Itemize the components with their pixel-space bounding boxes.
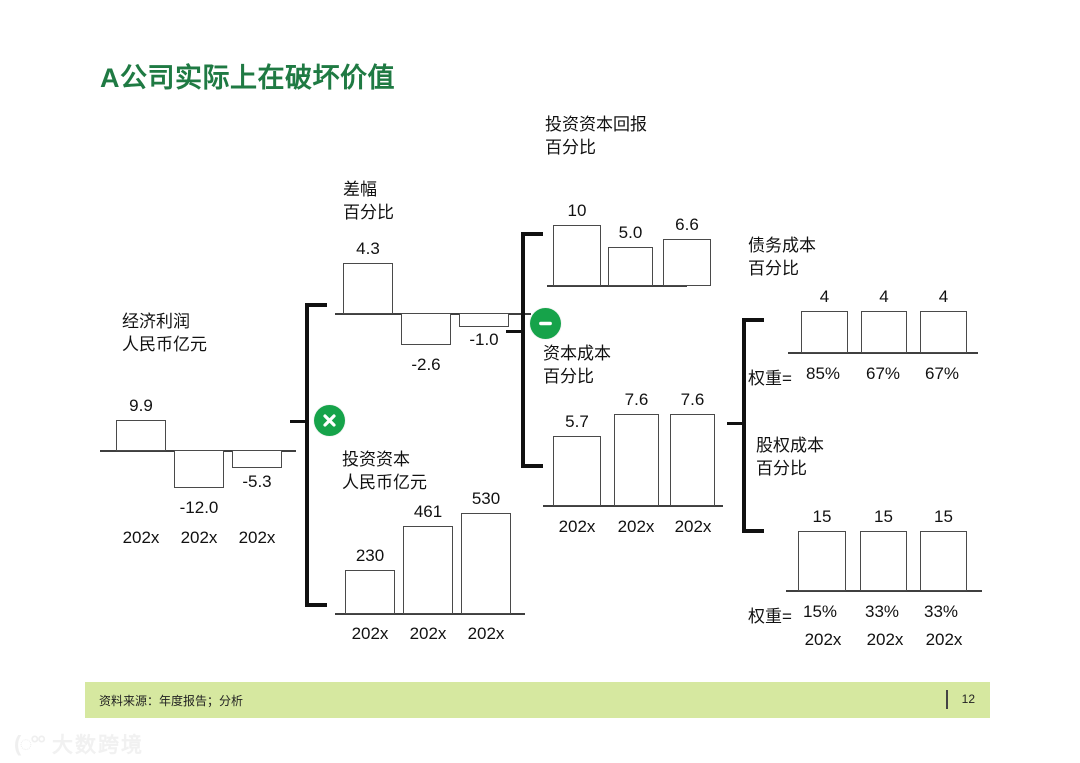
value-label-cost-of-equity-1: 15 [874,507,893,526]
page-title: A公司实际上在破坏价值 [100,63,395,93]
footer-source-text: 资料来源：年度报告；分析 [99,694,244,708]
value-label-cost-of-equity-2: 15 [934,507,953,526]
chart-title-cost-of-debt: 债务成本 百分比 [748,236,816,278]
year-label-economic-profit-1: 202x [180,528,218,547]
weight-label-cost-of-debt-1: 67% [866,364,901,383]
bar-cost-of-equity-0 [798,531,846,591]
bracket-multiply [305,303,331,607]
value-label-roic-2: 6.6 [675,215,699,234]
value-label-spread-1: -2.6 [411,355,441,374]
value-label-economic-profit-0: 9.9 [129,396,153,415]
weight-label-cost-of-debt-0: 85% [806,364,841,383]
value-label-roic-1: 5.0 [618,223,643,242]
watermark-text: 大数跨境 [52,734,144,757]
footer-divider [946,690,948,709]
year-label-invested-capital-1: 202x [409,624,447,643]
bar-roic-0 [553,225,601,286]
year-label-cost-of-capital-1: 202x [617,517,655,536]
bar-roic-2 [663,239,711,286]
weight-label-cost-of-equity-1: 33% [865,602,900,621]
value-label-economic-profit-1: -12.0 [179,498,219,517]
chart-cost-of-equity: 股权成本 百分比 15 15 15 权重= 15% 33% 33% 202x 2… [748,434,993,664]
value-label-cost-of-debt-0: 4 [819,287,830,306]
year-label-cost-of-equity-2: 202x [925,630,963,649]
value-label-cost-of-capital-0: 5.7 [565,412,589,431]
chart-invested-capital: 投资资本 人民币亿元 230 461 530 202x 202x 202x [335,448,545,648]
year-label-economic-profit-0: 202x [122,528,160,547]
multiply-operator-icon [314,405,345,436]
bar-invested-capital-1 [403,526,453,614]
bracket-minus [521,232,547,468]
chart-title-invested-capital: 投资资本 人民币亿元 [342,450,427,492]
connector-tick-right [727,422,745,425]
bar-spread-0 [343,263,393,314]
chart-title-cost-of-capital: 资本成本 百分比 [543,344,611,386]
weight-prefix-cost-of-debt: 权重= [748,369,792,388]
bar-roic-1 [608,247,653,286]
chart-cost-of-debt: 债务成本 百分比 4 4 4 权重= 85% 67% 67% [748,234,988,404]
bar-cost-of-capital-2 [670,414,715,506]
year-label-cost-of-equity-0: 202x [804,630,842,649]
bar-cost-of-debt-2 [920,311,967,353]
connector-tick-left [290,420,308,423]
bar-cost-of-equity-1 [860,531,907,591]
baseline-axis [543,505,723,507]
baseline-axis [335,613,525,615]
year-label-cost-of-capital-2: 202x [674,517,712,536]
bar-spread-2 [459,313,509,327]
bracket-wacc [742,318,768,533]
year-label-economic-profit-2: 202x [238,528,276,547]
weight-label-cost-of-equity-2: 33% [924,602,959,621]
chart-title-roic: 投资资本回报 百分比 [545,115,647,157]
page-number: 12 [961,692,975,706]
bar-economic-profit-0 [116,420,166,451]
year-label-invested-capital-0: 202x [351,624,389,643]
chart-title-economic-profit: 经济利润 人民币亿元 [122,312,207,354]
bar-economic-profit-1 [174,450,224,488]
minus-operator-icon [530,308,561,339]
bar-economic-profit-2 [232,450,282,468]
baseline-axis [788,352,978,354]
weight-label-cost-of-equity-0: 15% [803,602,838,621]
bar-cost-of-debt-1 [861,311,907,353]
bar-cost-of-equity-2 [920,531,967,591]
baseline-axis [786,590,982,592]
footer-band: 资料来源：年度报告；分析 12 [85,682,990,718]
chart-spread: 差幅 百分比 4.3 -2.6 -1.0 [335,178,535,374]
chart-economic-profit: 经济利润 人民币亿元 9.9 -12.0 -5.3 202x 202x 202x [100,310,310,550]
value-label-cost-of-capital-1: 7.6 [624,390,649,409]
year-label-cost-of-capital-0: 202x [558,517,596,536]
value-label-economic-profit-2: -5.3 [242,472,272,491]
chart-title-cost-of-equity: 股权成本 百分比 [756,436,824,478]
value-label-cost-of-debt-2: 4 [938,287,949,306]
chart-roic: 投资资本回报 百分比 10 5.0 6.6 [545,113,755,293]
value-label-cost-of-debt-1: 4 [879,287,889,306]
weight-label-cost-of-debt-2: 67% [925,364,960,383]
baseline-axis [547,285,687,287]
bar-cost-of-capital-1 [614,414,659,506]
value-label-spread-2: -1.0 [469,330,499,349]
value-label-invested-capital-1: 461 [413,502,443,521]
chart-cost-of-capital: 资本成本 百分比 5.7 7.6 7.6 202x 202x 202x [543,342,743,542]
bar-invested-capital-2 [461,513,511,614]
bar-invested-capital-0 [345,570,395,614]
value-label-roic-0: 10 [567,201,587,220]
year-label-invested-capital-2: 202x [467,624,505,643]
bar-cost-of-debt-0 [801,311,848,353]
value-label-invested-capital-2: 530 [471,489,501,508]
value-label-cost-of-equity-0: 15 [812,507,832,526]
bar-cost-of-capital-0 [553,436,601,506]
value-label-cost-of-capital-2: 7.6 [680,390,705,409]
watermark-logo-icon: (◌°° [14,731,46,756]
value-label-invested-capital-0: 230 [355,546,385,565]
year-label-cost-of-equity-1: 202x [866,630,904,649]
weight-prefix-cost-of-equity: 权重= [748,607,792,626]
bar-spread-1 [401,313,451,345]
watermark: (◌°° 大数跨境 [14,729,144,759]
chart-title-spread: 差幅 百分比 [343,180,394,222]
value-label-spread-0: 4.3 [356,239,380,258]
connector-tick-middle [506,330,524,333]
